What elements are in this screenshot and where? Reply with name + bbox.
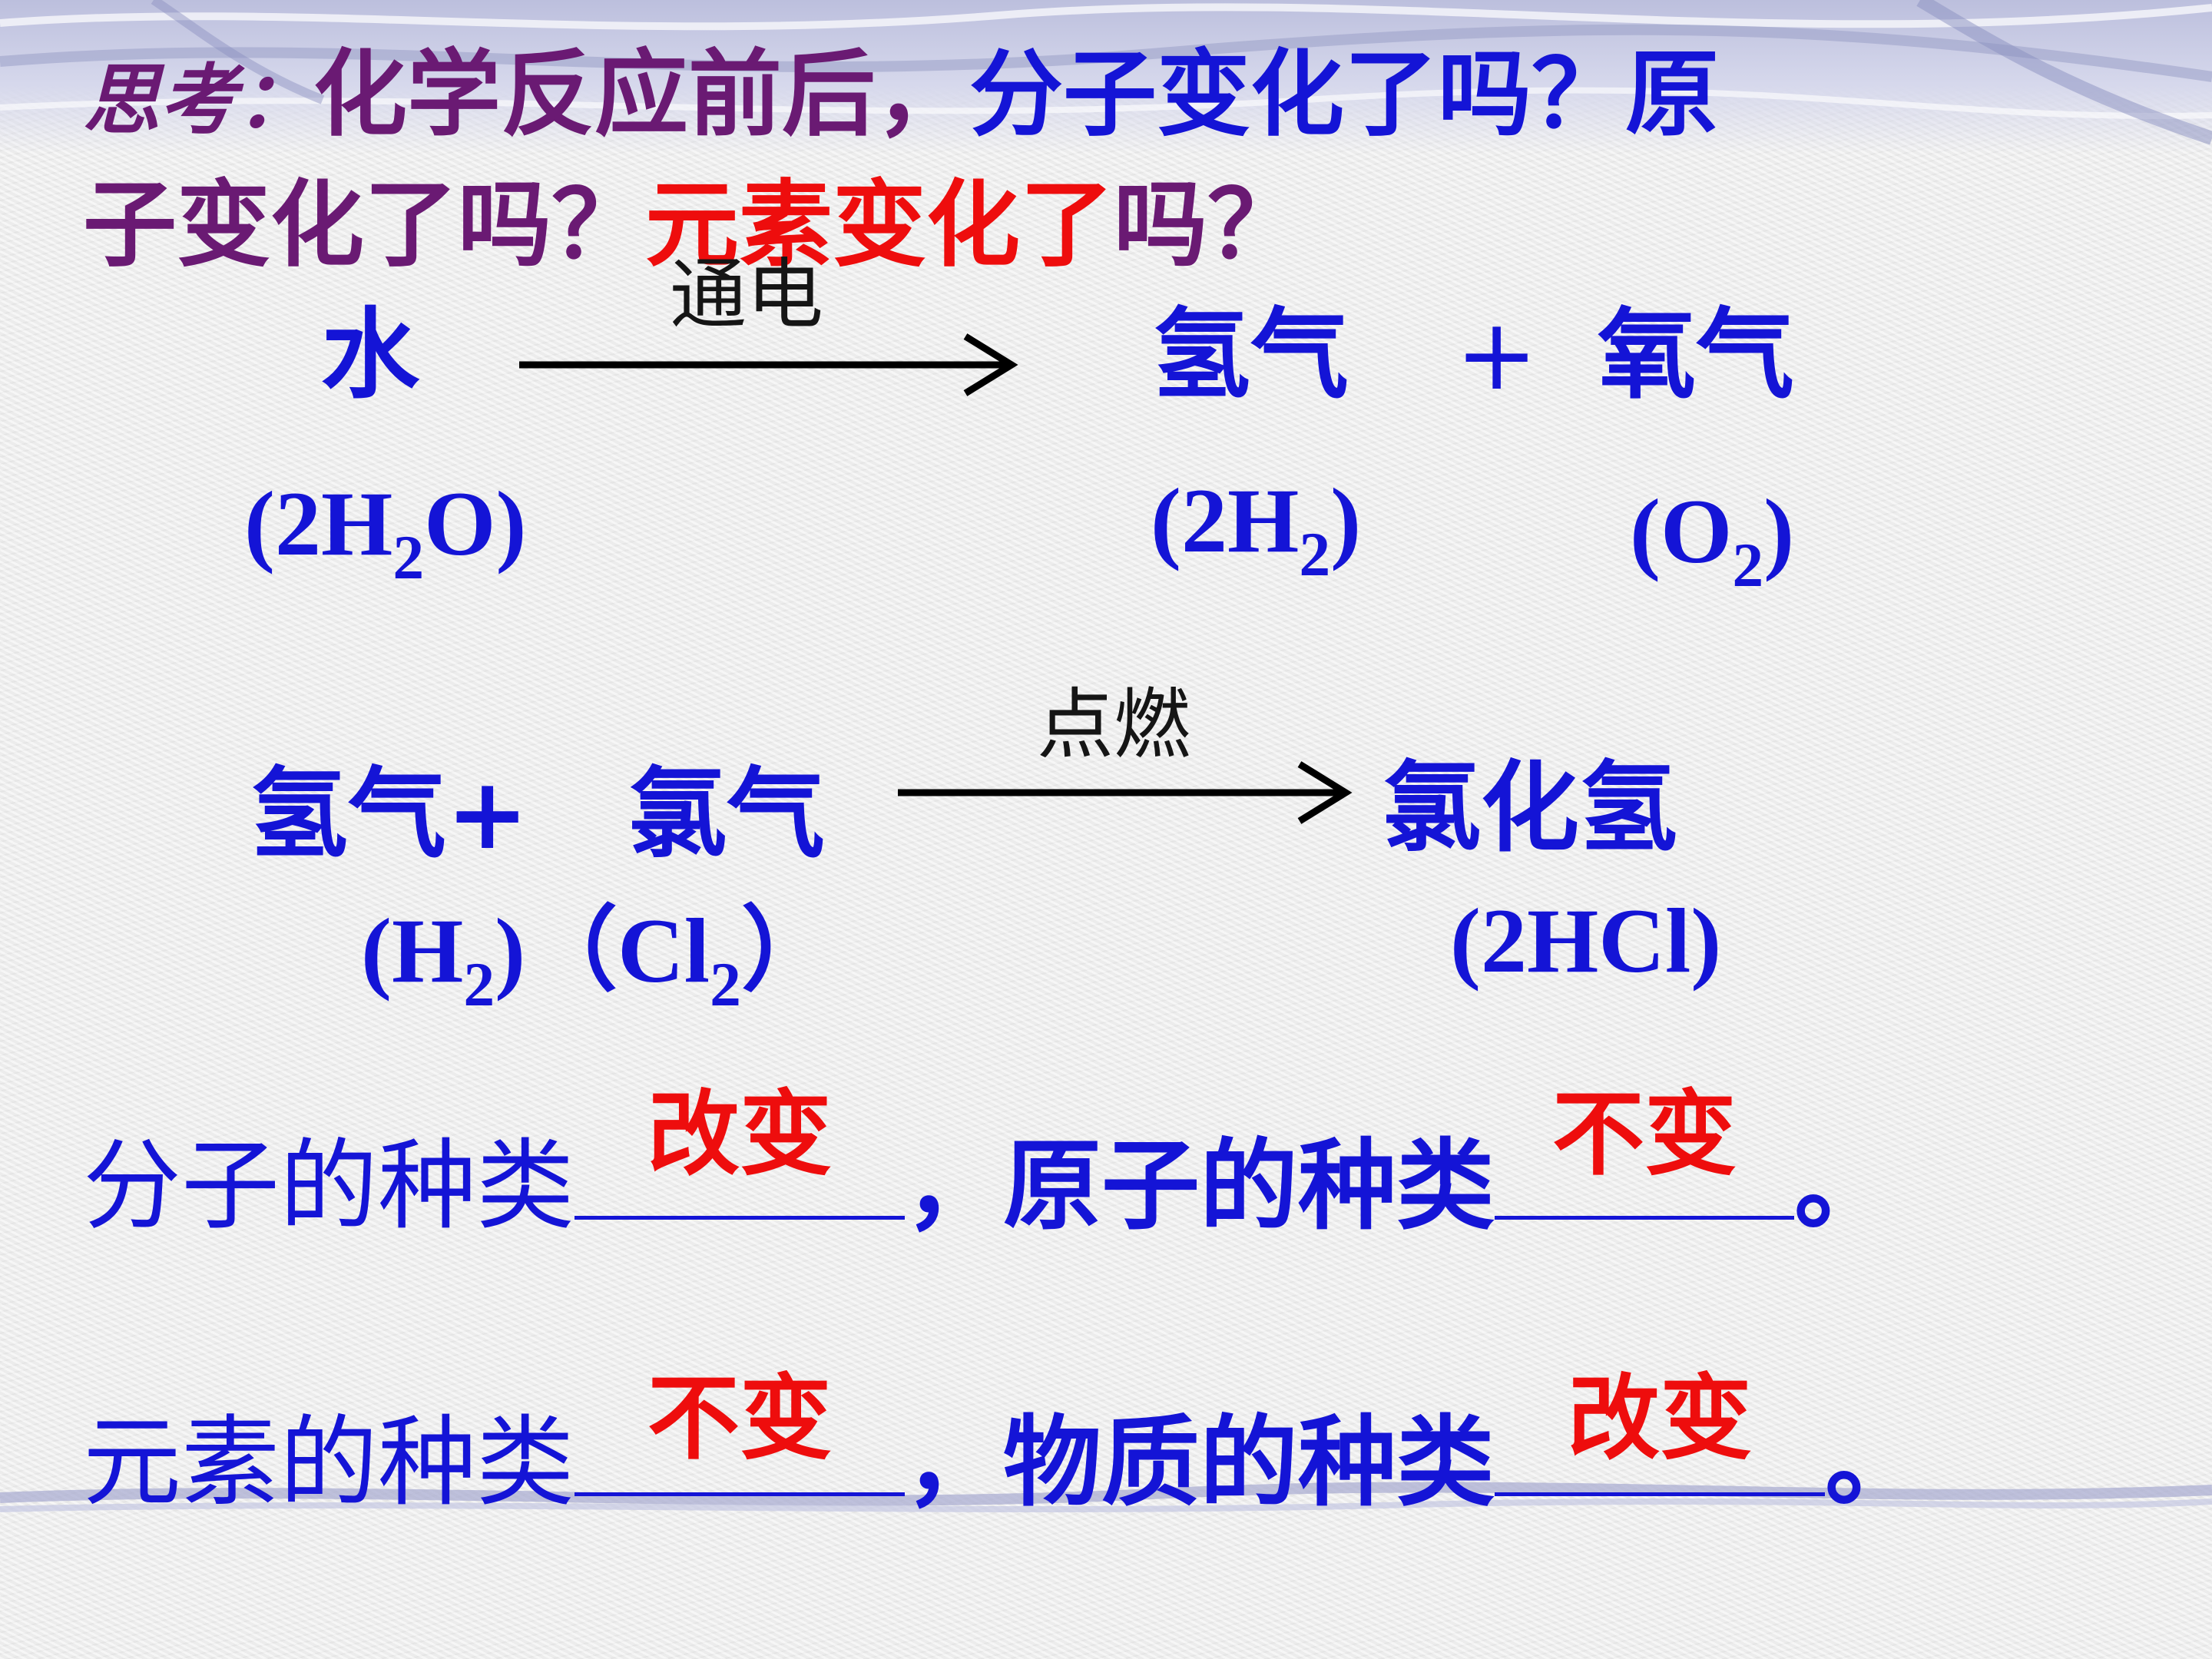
answer-blank[interactable]: 改变 <box>1495 1366 1826 1496</box>
formula-subscript: 2 <box>463 949 495 1019</box>
reaction1-reactant-formula: (2H2O) <box>244 470 527 588</box>
fill-in-label: 物质的种类 <box>1003 1406 1495 1520</box>
fill-in-row-1: 分子的种类改变 ，原子的种类不变。 <box>83 1081 1893 1244</box>
reaction1-reactant: 水 <box>321 298 420 412</box>
reaction2-condition: 点燃 <box>1037 683 1190 768</box>
formula-subscript: 2 <box>1299 519 1331 589</box>
reaction1-product-2: 氧气 <box>1598 298 1795 412</box>
answer-text: 不变 <box>1552 1081 1737 1188</box>
formula-text: ) <box>1763 480 1795 582</box>
answer-text: 不变 <box>647 1366 833 1472</box>
heading-question-part-5: 吗？ <box>1114 171 1301 280</box>
reaction1-product-2-formula: (O2) <box>1630 478 1795 596</box>
bottom-decoration <box>0 1475 2212 1521</box>
heading-question-part-1: 化学反应前后， <box>313 40 969 149</box>
reaction2-product: 氯化氢 <box>1382 751 1678 866</box>
wave-decoration-bottom <box>0 1482 2212 1512</box>
formula-subscript: 2 <box>710 949 741 1019</box>
heading-line-1: 思考：化学反应前后，分子变化了吗？原 <box>83 37 1719 158</box>
heading-line-2: 子变化了吗？元素变化了吗？ <box>83 167 1301 283</box>
wave-decoration-top <box>0 0 2212 145</box>
separator: ， <box>905 1406 1004 1520</box>
formula-subscript: 2 <box>392 522 425 592</box>
formula-text: （Cl <box>525 899 710 1002</box>
formula-text: ) <box>495 899 526 1002</box>
separator: ， <box>905 1129 1004 1243</box>
formula-text: ） <box>740 899 833 1002</box>
reaction2-reactant-1: 氢气+ <box>250 757 529 872</box>
fill-in-label: 分子的种类 <box>83 1129 575 1243</box>
fill-in-label: 原子的种类 <box>1003 1129 1495 1243</box>
formula-text: (2H <box>244 472 393 575</box>
formula-text: (H <box>361 899 464 1002</box>
reaction1-product-1: 氢气 <box>1152 298 1349 412</box>
answer-blank[interactable]: 不变 <box>575 1366 906 1496</box>
heading-question-part-4: 元素变化了 <box>645 171 1114 280</box>
formula-text: ) <box>1330 469 1362 571</box>
heading-prefix: 思考： <box>83 55 313 145</box>
reaction1-product-1-formula: (2H2) <box>1151 467 1362 585</box>
reaction1-condition: 通电 <box>670 253 823 338</box>
reaction2-product-formula: (2HCl) <box>1450 889 1722 992</box>
answer-blank[interactable]: 改变 <box>575 1081 906 1220</box>
fill-in-row-2: 元素的种类不变 ，物质的种类改变。 <box>83 1366 1924 1521</box>
formula-subscript: 2 <box>1732 530 1764 600</box>
reaction2-reactant-formulas: (H2)（Cl2） <box>361 897 833 1015</box>
reaction1-arrow-icon <box>519 333 1018 396</box>
formula-text: (2H <box>1151 469 1300 571</box>
fill-in-label: 元素的种类 <box>83 1406 575 1520</box>
reaction2-arrow-icon <box>898 761 1353 824</box>
answer-text: 改变 <box>1568 1366 1753 1472</box>
heading-question-part-3: 子变化了吗？ <box>83 171 645 280</box>
end-mark: 。 <box>1794 1129 1893 1243</box>
answer-text: 改变 <box>647 1081 833 1188</box>
reaction1-plus: + <box>1455 298 1538 412</box>
formula-text: O) <box>424 472 527 575</box>
top-decoration <box>0 0 2212 154</box>
answer-blank[interactable]: 不变 <box>1495 1081 1795 1220</box>
reaction2-reactant-2: 氯气 <box>628 757 826 872</box>
end-mark: 。 <box>1825 1406 1924 1520</box>
heading-question-part-2: 分子变化了吗？原 <box>969 40 1719 149</box>
formula-text: (O <box>1630 480 1733 582</box>
